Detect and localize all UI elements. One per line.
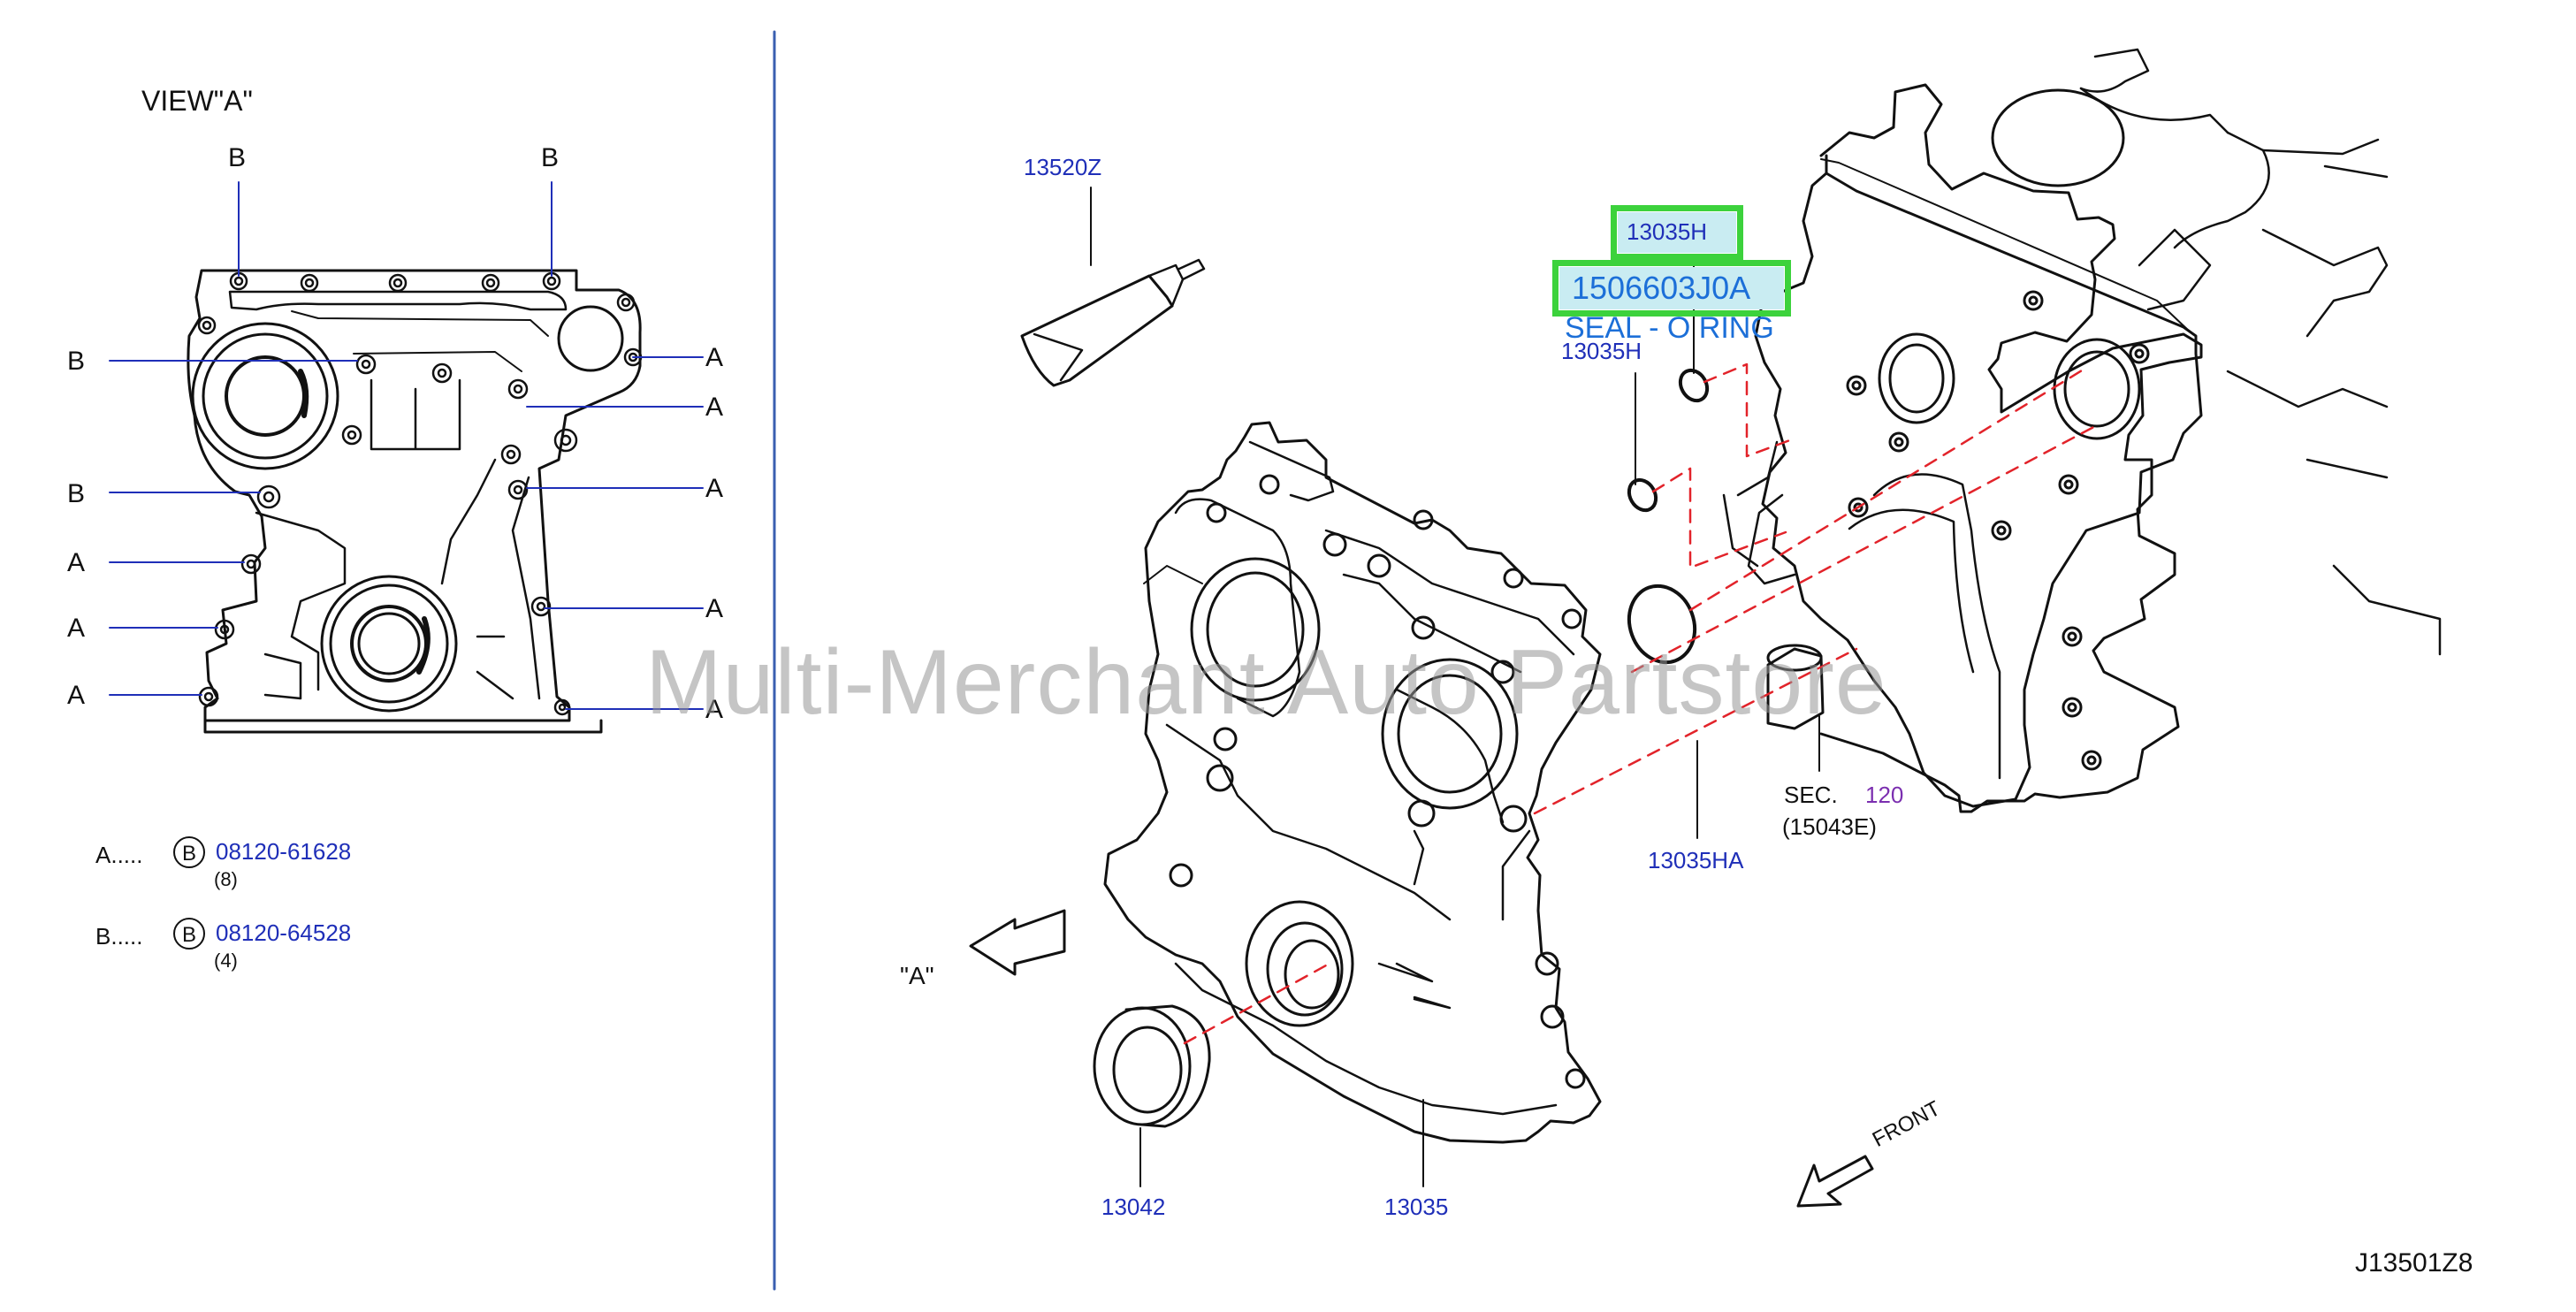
label-a-left-3: A (67, 681, 86, 710)
view-a-title: VIEW"A" (141, 85, 253, 117)
label-a-right-5: A (705, 695, 724, 724)
part-label-front-seal[interactable]: 13042 (1101, 1194, 1166, 1220)
part-label-sealant[interactable]: 13520Z (1024, 154, 1102, 180)
bushing (1766, 644, 1825, 730)
label-a-left-1: A (67, 548, 86, 577)
legend-b-part-number[interactable]: 08120-64528 (216, 919, 352, 946)
view-a-cover-outline (187, 269, 642, 734)
oring-top-highlight-fill (1618, 212, 1736, 253)
part-label-oring-top[interactable]: 13035H (1627, 218, 1708, 245)
highlight-part-number[interactable]: 1506603J0A (1572, 270, 1751, 306)
o-rings (1627, 368, 1710, 665)
diagram-code: J13501Z8 (2355, 1248, 2473, 1278)
label-b-top-left: B (228, 143, 247, 172)
label-b-left-upper: B (67, 347, 86, 376)
part-label-oring-mid[interactable]: 13035H (1561, 338, 1642, 364)
legend-b-circle-icon: B (173, 918, 205, 950)
view-a-marker: "A" (900, 962, 934, 989)
front-direction-arrow (1796, 1155, 1874, 1208)
part-number-highlight-fill (1559, 267, 1784, 309)
legend-b-prefix: B..... (95, 923, 143, 950)
view-a-upper-bore (191, 322, 339, 470)
legend-a-prefix: A..... (95, 842, 143, 868)
label-a-right-1: A (705, 343, 724, 372)
front-timing-cover (1103, 421, 1602, 1144)
view-a-bolt-holes (197, 271, 643, 716)
view-a-crank-bore (320, 575, 458, 713)
part-number-highlight-box (1552, 260, 1791, 317)
view-a-arrow (969, 909, 1066, 976)
rear-timing-plate (1722, 154, 2203, 808)
label-a-left-2: A (67, 614, 86, 643)
view-a-leader-lines (109, 181, 704, 710)
legend-a-part-number[interactable]: 08120-61628 (216, 838, 352, 865)
oring-top-highlight-box (1611, 205, 1743, 260)
legend-a-qty: (8) (214, 868, 238, 890)
view-a-cam-boss (557, 305, 624, 372)
label-a-right-4: A (705, 594, 724, 623)
engine-block (1819, 48, 2442, 813)
sec-subref: (15043E) (1782, 813, 1877, 840)
highlight-part-name: SEAL - O RING (1565, 311, 1774, 345)
sealant-tube (1020, 258, 1206, 387)
label-b-left-lower: B (67, 479, 86, 508)
label-a-right-2: A (705, 393, 724, 422)
label-b-top-right: B (541, 143, 560, 172)
legend-b-qty: (4) (214, 950, 238, 972)
part-label-oring-large[interactable]: 13035HA (1648, 847, 1744, 873)
watermark: Multi-Merchant Auto Partstore (645, 631, 1887, 734)
label-a-right-3: A (705, 474, 724, 503)
alignment-lines (1183, 362, 2100, 1045)
sec-number[interactable]: 120 (1865, 782, 1904, 808)
front-oil-seal (1093, 1004, 1211, 1128)
legend-a-circle-icon: B (173, 836, 205, 868)
sec-prefix: SEC. (1784, 782, 1838, 808)
part-label-cover[interactable]: 13035 (1384, 1194, 1449, 1220)
